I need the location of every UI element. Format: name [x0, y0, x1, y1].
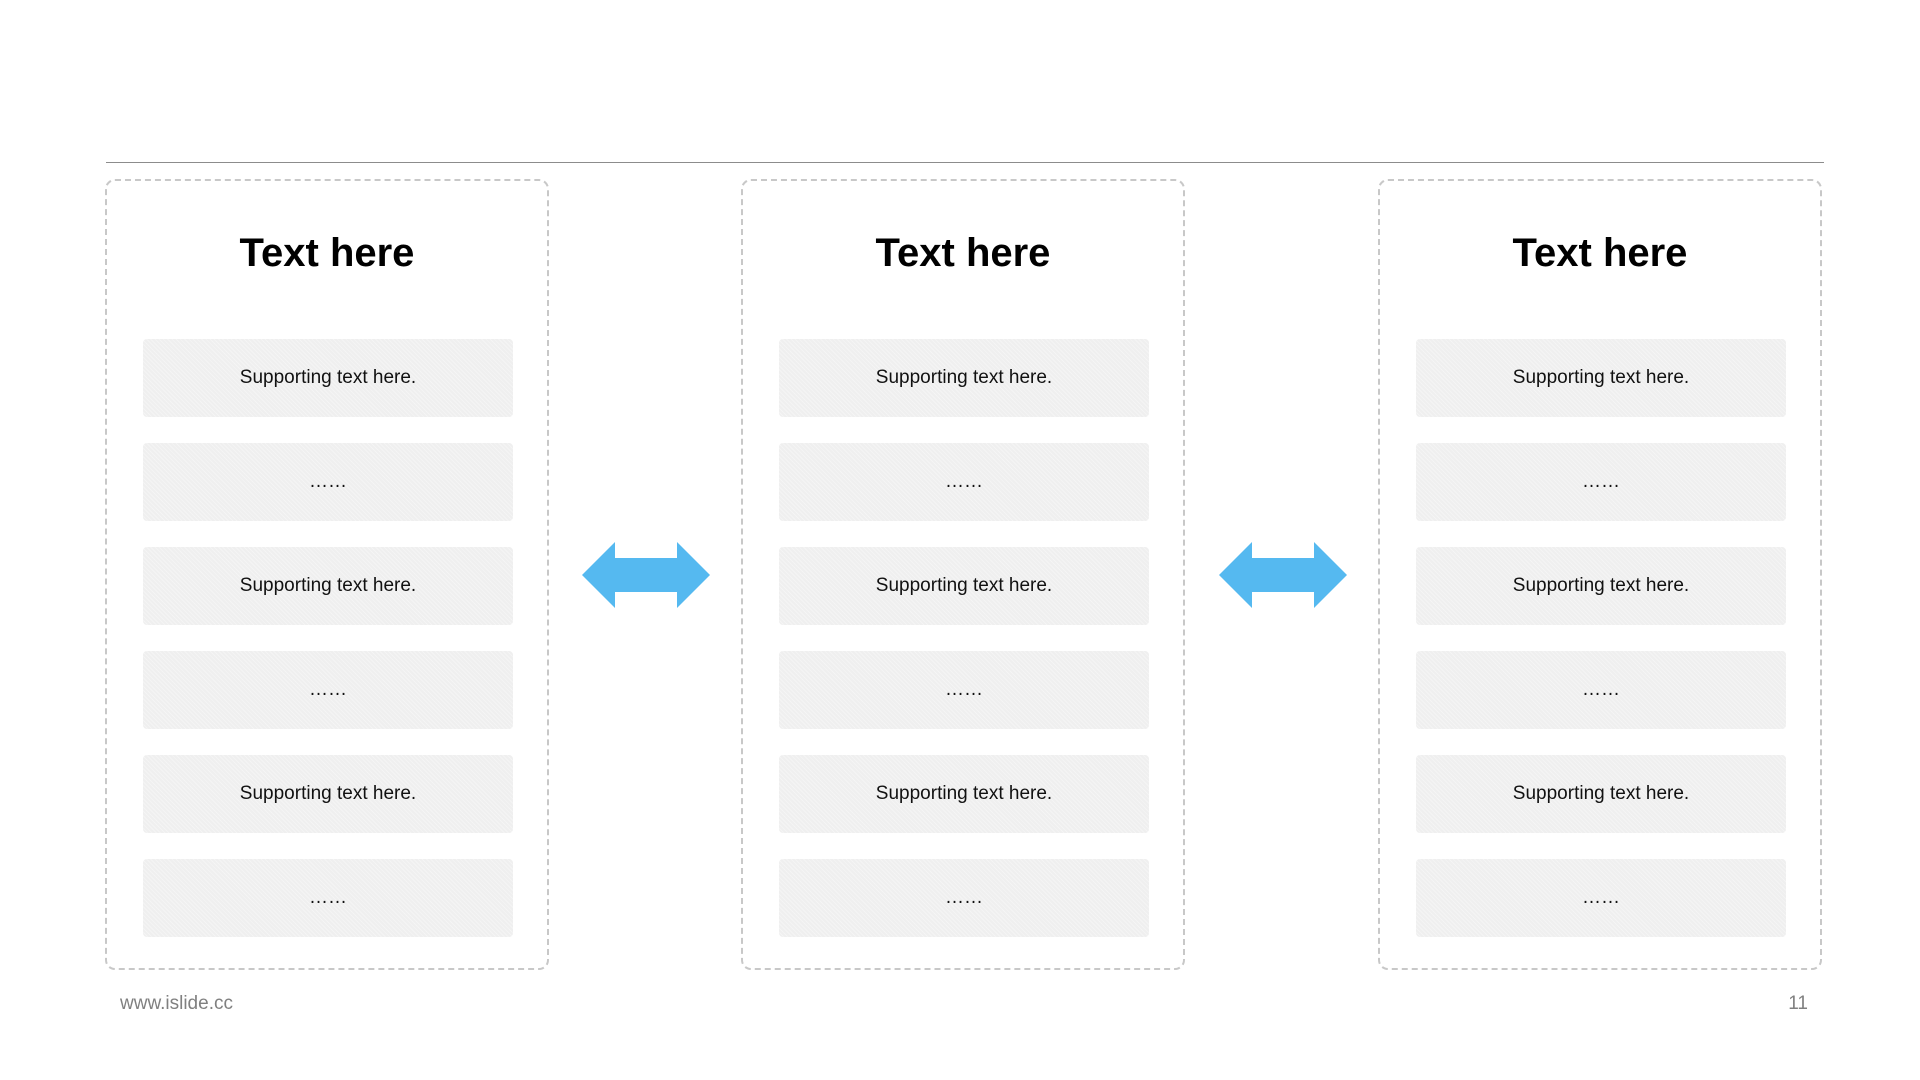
list-item: ……	[1416, 443, 1786, 521]
item-list: Supporting text here. …… Supporting text…	[143, 339, 513, 963]
arrow-shape	[582, 542, 710, 608]
list-item: ……	[1416, 651, 1786, 729]
item-list: Supporting text here. …… Supporting text…	[1416, 339, 1786, 963]
list-item: ……	[143, 859, 513, 937]
list-item: ……	[143, 443, 513, 521]
list-item: Supporting text here.	[779, 755, 1149, 833]
panel-title: Text here	[1512, 231, 1688, 275]
page-number: 11	[1788, 993, 1808, 1014]
list-item: Supporting text here.	[1416, 339, 1786, 417]
list-item: ……	[779, 443, 1149, 521]
item-list: Supporting text here. …… Supporting text…	[779, 339, 1149, 963]
panel-title: Text here	[239, 231, 415, 275]
double-arrow-icon	[582, 542, 710, 608]
list-item: Supporting text here.	[143, 755, 513, 833]
list-item: Supporting text here.	[779, 339, 1149, 417]
double-arrow-icon	[1219, 542, 1347, 608]
top-divider	[106, 162, 1824, 163]
panel-1: Text here Supporting text here. …… Suppo…	[105, 179, 549, 970]
list-item: Supporting text here.	[779, 547, 1149, 625]
list-item: ……	[779, 651, 1149, 729]
list-item: Supporting text here.	[1416, 755, 1786, 833]
list-item: Supporting text here.	[143, 547, 513, 625]
panel-3: Text here Supporting text here. …… Suppo…	[1378, 179, 1822, 970]
list-item: Supporting text here.	[1416, 547, 1786, 625]
list-item: ……	[1416, 859, 1786, 937]
list-item: ……	[779, 859, 1149, 937]
footer-url: www.islide.cc	[120, 993, 233, 1014]
panel-2: Text here Supporting text here. …… Suppo…	[741, 179, 1185, 970]
panel-title: Text here	[875, 231, 1051, 275]
list-item: ……	[143, 651, 513, 729]
list-item: Supporting text here.	[143, 339, 513, 417]
arrow-shape	[1219, 542, 1347, 608]
